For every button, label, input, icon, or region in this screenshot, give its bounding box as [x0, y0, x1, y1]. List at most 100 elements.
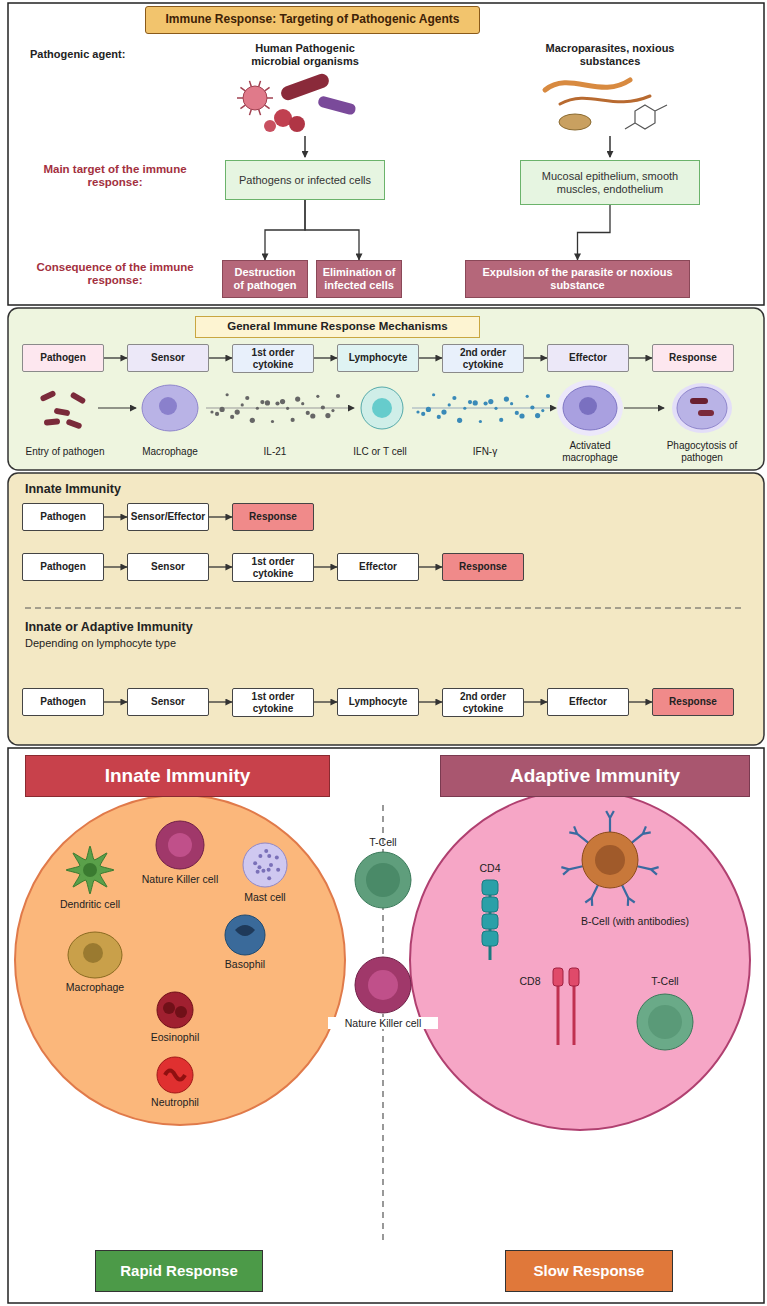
process-box: Pathogen: [22, 503, 104, 531]
illustration-part: [632, 826, 651, 842]
illustration-part: [437, 415, 441, 419]
flow-arrow: [104, 566, 127, 567]
process-box: Mucosal epithelium, smooth muscles, endo…: [520, 160, 700, 205]
illustration-part: [690, 398, 708, 404]
illustration-part: [8, 748, 764, 1303]
cell-label: Basophil: [210, 958, 280, 970]
illustration-part: [265, 87, 270, 91]
illustration-part: [546, 394, 550, 398]
box-text: General Immune Response Mechanisms: [227, 320, 448, 333]
box-text: Effector: [569, 352, 607, 364]
illustration-part: [606, 811, 614, 832]
illustration-part: [206, 408, 354, 409]
illustration-part: [416, 393, 550, 423]
box-text: Lymphocyte: [349, 696, 408, 708]
box-text: Response: [669, 352, 717, 364]
flow-arrow: [305, 200, 359, 260]
text-label: IL-21: [230, 446, 320, 458]
process-box: Rapid Response: [95, 1250, 263, 1292]
illustration-part: [336, 394, 340, 398]
cell-label: CD4: [470, 862, 510, 874]
box-text: Elimination of infected cells: [322, 266, 396, 291]
illustration-part: [557, 985, 560, 1045]
process-box: Effector: [547, 688, 629, 716]
illustration-part: [561, 811, 658, 906]
illustration-part: [264, 849, 268, 853]
box-text: 2nd order cytokine: [445, 347, 521, 370]
illustration-part: [267, 854, 271, 858]
box-text: Mucosal epithelium, smooth muscles, endo…: [526, 170, 694, 195]
illustration-part: [432, 393, 435, 396]
illustration-part: [163, 1002, 175, 1014]
illustration-part: [289, 116, 305, 132]
flow-arrow: [524, 357, 547, 358]
illustration-part: [595, 845, 625, 875]
illustration-part: [165, 1071, 185, 1080]
illustration-part: [83, 943, 103, 963]
illustration-part: [267, 97, 273, 99]
process-box: Adaptive Immunity: [440, 755, 750, 797]
illustration-part: [677, 387, 727, 429]
process-box: Lymphocyte: [337, 344, 419, 372]
flow-arrow: [419, 566, 442, 567]
illustration-part: [291, 418, 295, 422]
illustration-part: [561, 866, 582, 874]
box-text: Effector: [569, 696, 607, 708]
flow-arrow: [578, 205, 611, 260]
illustration-part: [698, 410, 714, 416]
illustration-part: [261, 869, 265, 873]
box-text: Pathogen: [40, 352, 86, 364]
illustration-part: [545, 80, 630, 90]
illustration-part: [494, 407, 497, 410]
illustration-part: [225, 915, 265, 955]
illustration-part: [240, 105, 245, 109]
cell-label: T-Cell: [635, 975, 695, 987]
illustration-part: [235, 409, 240, 414]
text-label: Innate or Adaptive Immunity: [25, 620, 285, 634]
illustration-part: [573, 985, 576, 1045]
illustration-part: [241, 403, 244, 406]
illustration-part: [257, 865, 261, 869]
illustration-part: [249, 109, 251, 115]
illustration-part: [83, 863, 97, 877]
illustration-part: [168, 833, 192, 857]
text-label: IFN-γ: [440, 446, 530, 458]
illustration-part: [484, 401, 488, 405]
process-box: Sensor/Effector: [127, 503, 209, 531]
illustration-part: [250, 418, 255, 423]
illustration-part: [8, 3, 764, 305]
process-box: Response: [652, 344, 734, 372]
flow-arrow: [209, 516, 232, 517]
illustration-part: [226, 393, 229, 396]
illustration-part: [563, 386, 617, 430]
process-box: 2nd order cytokine: [442, 344, 524, 373]
illustration-part: [210, 410, 213, 413]
illustration-part: [157, 992, 193, 1028]
process-box: Sensor: [127, 553, 209, 581]
flow-arrow: [314, 357, 337, 358]
text-label: Macrophage: [125, 446, 215, 458]
illustration-part: [269, 863, 273, 867]
illustration-part: [295, 397, 300, 402]
illustration-part: [237, 97, 243, 99]
illustration-part: [253, 861, 257, 865]
flow-arrow: [104, 516, 127, 517]
illustration-part: [482, 914, 498, 929]
illustration-part: [519, 413, 524, 418]
text-label: Phagocytosis of pathogen: [650, 440, 754, 463]
box-text: Innate Immunity: [105, 765, 251, 787]
cell-label: Macrophage: [50, 981, 140, 993]
illustration-part: [355, 957, 411, 1013]
illustration-part: [530, 405, 534, 409]
flow-arrow: [104, 701, 127, 702]
flow-arrow: [419, 357, 442, 358]
illustration-part: [410, 790, 750, 1130]
process-box: 2nd order cytokine: [442, 688, 524, 717]
illustration-part: [68, 932, 122, 978]
illustration-part: [441, 409, 446, 414]
cell-label: Nature Killer cell: [125, 873, 235, 885]
illustration-part: [504, 397, 509, 402]
illustration-part: [585, 885, 598, 906]
illustration-part: [672, 383, 732, 433]
illustration-part: [355, 852, 411, 908]
